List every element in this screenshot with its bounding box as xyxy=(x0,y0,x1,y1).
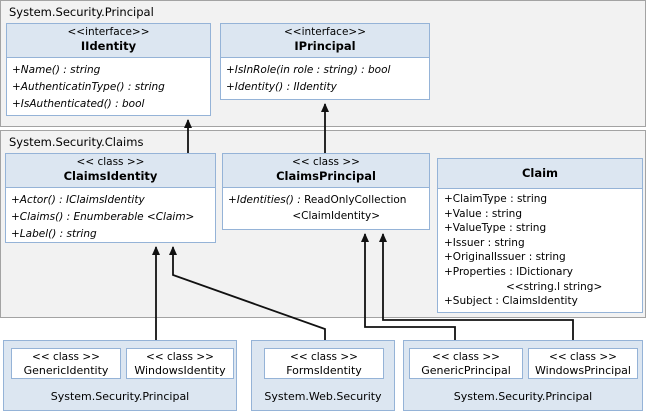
member-list: +IsInRole(in role : string) : bool +Iden… xyxy=(221,58,429,100)
class-name: ClaimsIdentity xyxy=(63,169,158,183)
member-row: +Subject : ClaimsIdentity xyxy=(444,295,578,308)
class-header: <<interface>> IIdentity xyxy=(7,24,210,58)
member-row: +Claims() : Enumberable <Claim> xyxy=(11,211,195,223)
member-row: +Name() : string xyxy=(12,64,101,76)
package-label: System.Security.Principal xyxy=(453,390,593,403)
class-box-genericidentity: << class >> GenericIdentity xyxy=(11,348,121,379)
member-row: +Issuer : string xyxy=(444,236,525,249)
stereotype-label: << class >> xyxy=(432,351,500,363)
stereotype-label: <<interface>> xyxy=(283,26,367,38)
stereotype-label: << class >> xyxy=(549,351,617,363)
section-label-principal: System.Security.Principal xyxy=(9,5,154,19)
member-row: +Actor() : IClaimsIdentity xyxy=(11,194,145,206)
class-box-iidentity: <<interface>> IIdentity +Name() : string… xyxy=(6,23,211,116)
member-row: +Identities() : ReadOnlyCollection xyxy=(228,192,424,208)
class-name: Claim xyxy=(521,166,559,180)
section-label-claims: System.Security.Claims xyxy=(9,135,144,149)
class-box-windowsidentity: << class >> WindowsIdentity xyxy=(126,348,234,379)
member-row: +IsAuthenticated() : bool xyxy=(12,98,145,110)
member-list: +ClaimType : string +Value : string +Val… xyxy=(438,189,642,312)
class-box-claimsidentity: << class >> ClaimsIdentity +Actor() : IC… xyxy=(5,153,216,243)
package-label: System.Security.Principal xyxy=(50,390,190,403)
member-row: <<string.l string> xyxy=(506,280,603,293)
class-box-windowsprincipal: << class >> WindowsPrincipal xyxy=(528,348,638,379)
package-system-web-security: << class >> FormsIdentity System.Web.Sec… xyxy=(251,340,395,411)
class-box-claimsprincipal: << class >> ClaimsPrincipal +Identities(… xyxy=(222,153,430,230)
member-row: +OriginalIssuer : string xyxy=(444,251,566,264)
class-box-formsidentity: << class >> FormsIdentity xyxy=(264,348,384,379)
package-system-security-principal-principals: << class >> GenericPrincipal << class >>… xyxy=(403,340,643,411)
stereotype-label: << class >> xyxy=(32,351,100,363)
class-name: IPrincipal xyxy=(294,39,356,53)
class-name: GenericIdentity xyxy=(23,364,109,377)
class-header: <<interface>> IPrincipal xyxy=(221,24,429,58)
member-row: +Label() : string xyxy=(11,228,97,240)
stereotype-label: << class >> xyxy=(292,156,360,168)
class-name: WindowsPrincipal xyxy=(535,364,631,377)
member-row: <ClaimIdentity> xyxy=(292,210,380,222)
member-row: +ValueType : string xyxy=(444,222,547,235)
class-name: GenericPrincipal xyxy=(421,364,511,377)
class-name: ClaimsPrincipal xyxy=(276,169,376,183)
member-row: +Identity() : IIdentity xyxy=(226,81,337,93)
member-list: +Name() : string +AuthenticatinType() : … xyxy=(7,58,210,117)
stereotype-label: << class >> xyxy=(76,156,145,168)
class-header: << class >> ClaimsPrincipal xyxy=(223,154,429,188)
member-type: ReadOnlyCollection xyxy=(304,194,407,206)
package-system-security-principal-identities: << class >> GenericIdentity << class >> … xyxy=(3,340,237,411)
stereotype-label: << class >> xyxy=(290,351,358,363)
member-list: +Identities() : ReadOnlyCollection <Clai… xyxy=(223,188,429,228)
class-box-genericprincipal: << class >> GenericPrincipal xyxy=(409,348,523,379)
member-row: +AuthenticatinType() : string xyxy=(12,81,165,93)
class-name: IIdentity xyxy=(80,39,137,53)
member-row: +Properties : IDictionary xyxy=(444,265,574,278)
class-header: << class >> ClaimsIdentity xyxy=(6,154,215,188)
member-row: +IsInRole(in role : string) : bool xyxy=(226,64,391,76)
class-name: WindowsIdentity xyxy=(134,364,226,377)
class-box-iprincipal: <<interface>> IPrincipal +IsInRole(in ro… xyxy=(220,23,430,100)
member-row: +ClaimType : string xyxy=(444,193,548,205)
stereotype-label: << class >> xyxy=(146,351,214,363)
member-name: +Identities() : xyxy=(228,194,301,206)
package-label: System.Web.Security xyxy=(264,390,382,403)
class-header: Claim xyxy=(438,159,642,189)
class-box-claim: Claim +ClaimType : string +Value : strin… xyxy=(437,158,643,313)
stereotype-label: <<interface>> xyxy=(67,26,150,38)
member-list: +Actor() : IClaimsIdentity +Claims() : E… xyxy=(6,188,215,247)
member-row: +Value : string xyxy=(444,207,522,220)
class-name: FormsIdentity xyxy=(286,364,362,377)
